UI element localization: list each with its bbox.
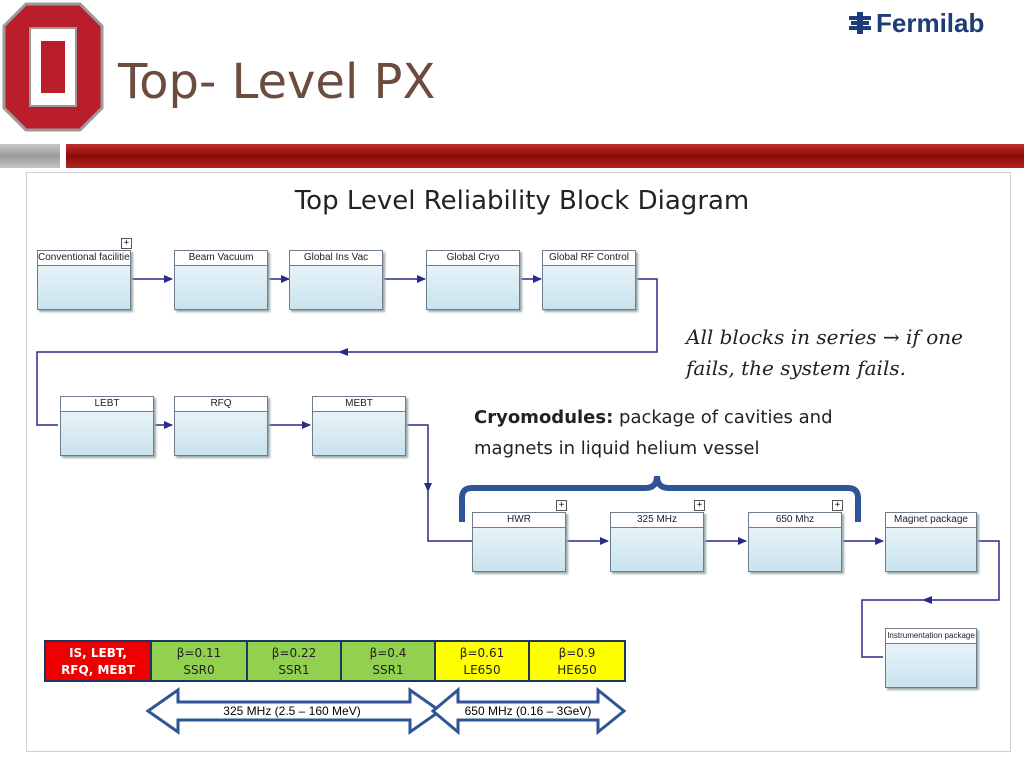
block-instrumentation-package[interactable]: Instrumentation package (885, 628, 977, 688)
expand-icon[interactable]: + (832, 500, 843, 511)
series-note-line2: fails, the system fails. (686, 356, 906, 380)
cryomodules-label: Cryomodules: (474, 407, 614, 428)
cryomodules-note-line2: magnets in liquid helium vessel (474, 438, 760, 459)
beta-cell-ssr1-a: β=0.22 SSR1 (248, 642, 342, 680)
freq-label-325: 325 MHz (2.5 – 160 MeV) (223, 704, 360, 718)
flow-arrowhead (922, 596, 932, 604)
block-lebt[interactable]: LEBT (60, 396, 154, 456)
block-o-logo (2, 2, 104, 132)
block-global-ins-vac[interactable]: Global Ins Vac (289, 250, 383, 310)
block-hwr[interactable]: HWR + (472, 500, 567, 572)
freq-label-650: 650 MHz (0.16 – 3GeV) (465, 704, 592, 718)
flow-arrowhead (338, 348, 348, 356)
header-band-gray (0, 144, 60, 168)
freq-arrow-650 (430, 686, 627, 736)
series-note-line1: All blocks in series → if one (686, 325, 963, 349)
cryomodule-bracket (459, 475, 861, 522)
expand-icon[interactable]: + (694, 500, 705, 511)
series-note: All blocks in series → if one fails, the… (686, 322, 963, 384)
beta-table: IS, LEBT, RFQ, MEBT β=0.11 SSR0 β=0.22 S… (44, 640, 626, 682)
expand-icon[interactable]: + (556, 500, 567, 511)
block-650-mhz[interactable]: 650 Mhz + (748, 500, 843, 572)
block-global-rf-control[interactable]: Global RF Control (542, 250, 636, 310)
block-beam-vacuum[interactable]: Beam Vacuum (174, 250, 268, 310)
expand-icon[interactable]: + (121, 238, 132, 249)
cryomodules-note: Cryomodules: package of cavities and mag… (474, 402, 833, 464)
block-magnet-package[interactable]: Magnet package (885, 512, 977, 572)
beta-cell-le650: β=0.61 LE650 (436, 642, 530, 680)
block-mebt[interactable]: MEBT (312, 396, 406, 456)
block-conventional-facilities[interactable]: Conventional facilities + (37, 238, 132, 310)
diagram-title: Top Level Reliability Block Diagram (294, 186, 750, 216)
header-band-red (66, 144, 1024, 168)
beta-cell-front-end: IS, LEBT, RFQ, MEBT (46, 642, 152, 680)
fermilab-wordmark: Fermilab (876, 7, 985, 38)
fermilab-icon (849, 12, 871, 34)
block-global-cryo[interactable]: Global Cryo (426, 250, 520, 310)
cryomodules-note-line1: Cryomodules: package of cavities and (474, 402, 833, 433)
cryomodules-desc: package of cavities and (613, 407, 833, 428)
block-rfq[interactable]: RFQ (174, 396, 268, 456)
block-325-mhz[interactable]: 325 MHz + (610, 500, 705, 572)
flow-arrowhead (424, 483, 432, 492)
beta-cell-he650: β=0.9 HE650 (530, 642, 624, 680)
beta-cell-ssr1-b: β=0.4 SSR1 (342, 642, 436, 680)
beta-cell-ssr0: β=0.11 SSR0 (152, 642, 248, 680)
page-title: Top- Level PX (118, 54, 436, 110)
fermilab-brand: Fermilab (848, 6, 984, 40)
